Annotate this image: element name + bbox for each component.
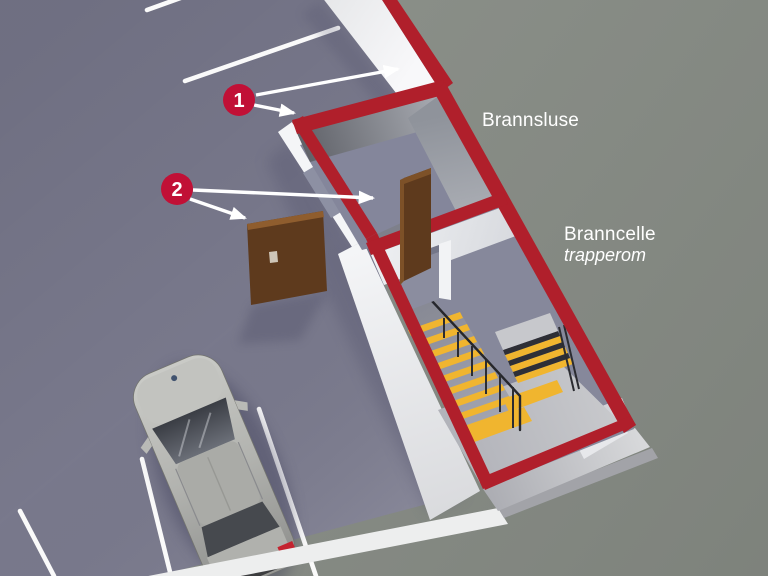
- outer-fire-door: [247, 211, 327, 305]
- car-side-rails: [175, 441, 264, 527]
- car-antenna: [171, 375, 178, 382]
- fire-band-stairwell-left: [366, 233, 494, 489]
- wall-shadow: [302, 2, 400, 112]
- fire-band-airlock-left: [292, 116, 377, 239]
- railing-balusters: [443, 318, 514, 428]
- inner-fire-door-top-edge: [404, 168, 431, 184]
- callout-arrow-2b: [192, 188, 376, 205]
- car-hood: [137, 358, 223, 424]
- parking-line: [139, 456, 174, 576]
- callout-1: 1: [223, 84, 255, 116]
- callout-1-number: 1: [233, 90, 244, 112]
- outer-fire-door-leaf: [247, 211, 327, 305]
- fire-band-airlock-top: [292, 80, 447, 134]
- floor-slab-edge-right: [498, 448, 658, 518]
- windshield-reflection: [178, 412, 212, 457]
- callout-2-number: 2: [171, 179, 182, 201]
- inner-fire-door-leaf: [404, 168, 431, 281]
- wall-handrail: [558, 324, 580, 392]
- inner-fire-door: [400, 168, 431, 285]
- callout-arrows: [189, 64, 401, 220]
- roof-seam: [207, 456, 232, 511]
- parking-line: [144, 0, 182, 13]
- floor-slab-edge: [148, 508, 508, 576]
- staircase: [408, 312, 573, 444]
- car-windshield: [152, 397, 235, 465]
- car-mirror-left: [140, 436, 152, 454]
- stairwell-outer-wall: [338, 241, 480, 520]
- callout-2-circle: [161, 173, 193, 205]
- fire-band-topright: [434, 82, 636, 433]
- stair-nosing-markings: [408, 312, 573, 444]
- fire-band-exterior: [382, 0, 453, 92]
- upper-right-landing: [495, 313, 558, 350]
- callout-arrow-1b: [253, 103, 297, 117]
- car-rear-window: [201, 501, 280, 558]
- callout-arrow-1a: [255, 64, 401, 97]
- outer-fire-door-sign: [269, 251, 278, 263]
- room-labels: Brannsluse Branncelle trapperom: [482, 110, 656, 265]
- callout-1-circle: [223, 84, 255, 116]
- doorway-jamb: [439, 240, 451, 300]
- stairwell-exterior-wall: [483, 428, 650, 511]
- car-mirror-right: [234, 400, 248, 411]
- exterior-wall-face: [324, 0, 441, 102]
- airlock-label: Brannsluse: [482, 110, 579, 131]
- stairwell-sublabel: trapperom: [564, 245, 646, 265]
- stairwell-label: Branncelle: [564, 224, 656, 245]
- fire-band-bottomright: [480, 416, 636, 490]
- callout-arrow-2a: [189, 197, 247, 220]
- fire-rated-wall-markings: [292, 0, 636, 490]
- inner-fire-door-side-edge: [400, 178, 404, 285]
- stair-riser-shadows: [503, 331, 570, 377]
- outer-fire-door-top-edge: [247, 211, 324, 230]
- stairwell-room: [371, 203, 634, 489]
- airlock-far-wall: [296, 92, 446, 162]
- outer-door-shadow: [238, 291, 328, 344]
- parking-line: [182, 25, 341, 84]
- parking-line: [17, 508, 57, 576]
- fire-doors: [238, 168, 431, 344]
- callout-2: 2: [161, 173, 193, 205]
